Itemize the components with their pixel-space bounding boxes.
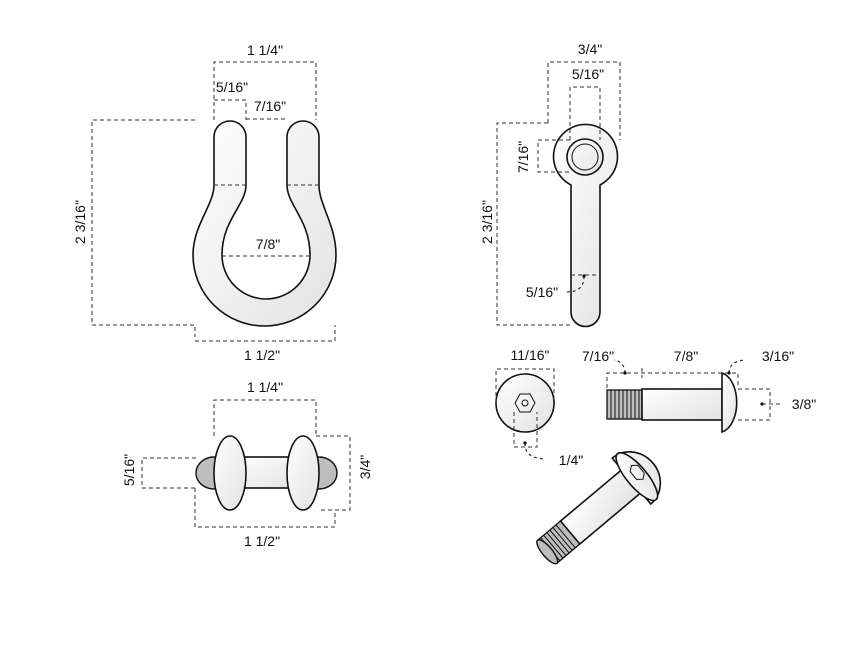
dim-eye-width: 3/4": [578, 41, 602, 57]
dim-width-top: 1 1/4": [247, 42, 283, 58]
dim-shank-diameter: 5/16": [526, 284, 558, 300]
bolt-isometric-view: [536, 451, 662, 565]
dim-head-height: 3/16": [762, 348, 794, 364]
eye-bolt-body: [552, 123, 619, 328]
bolt-side-view: 7/16" 7/8" 3/16" 3/8": [582, 348, 816, 434]
eye-bolt: 3/4" 5/16" 7/16" 2 3/16" 5/16": [479, 41, 621, 328]
dim-inner-width: 7/8": [256, 236, 280, 252]
shackle-front-view: 1 1/4" 5/16" 7/16" 2 3/16" 7/8" 1 1/2": [72, 42, 337, 363]
dim-head-diameter: 11/16": [511, 347, 550, 363]
shackle-body: [192, 120, 337, 327]
dim-side-width: 1 1/4": [247, 379, 283, 395]
bolt-top-view: 11/16" 1/4": [495, 347, 583, 468]
dim-pin-diameter: 5/16": [121, 454, 137, 486]
bolt-head-circle: [495, 373, 555, 433]
dim-side-overall: 1 1/2": [244, 533, 280, 549]
disc-left: [213, 435, 247, 511]
iso-hex-socket-icon: [629, 464, 645, 480]
dim-eye-bolt-height: 2 3/16": [479, 200, 495, 244]
dim-outer-width: 1 1/2": [244, 347, 280, 363]
dim-leg-diameter: 5/16": [216, 79, 248, 95]
eye-hole-inner: [571, 143, 599, 171]
dim-eye-inner: 5/16": [572, 66, 604, 82]
dim-hex-size: 1/4": [559, 452, 583, 468]
shackle-side-view: 1 1/4" 5/16" 3/4" 1 1/2": [121, 379, 373, 549]
dim-thread-length: 7/16": [582, 348, 614, 364]
dim-shank-length: 7/8": [674, 348, 698, 364]
bolt-threads: [606, 389, 643, 420]
dim-eye-height: 7/16": [515, 141, 531, 173]
dim-bolt-shank-diameter: 3/8": [792, 396, 816, 412]
dim-disc-height: 3/4": [357, 455, 373, 479]
dim-gap: 7/16": [254, 98, 286, 114]
hex-socket-icon: [514, 393, 536, 413]
dim-height: 2 3/16": [72, 200, 88, 244]
bolt-shank: [641, 388, 723, 421]
disc-right: [286, 435, 320, 511]
bolt-head: [721, 371, 738, 434]
